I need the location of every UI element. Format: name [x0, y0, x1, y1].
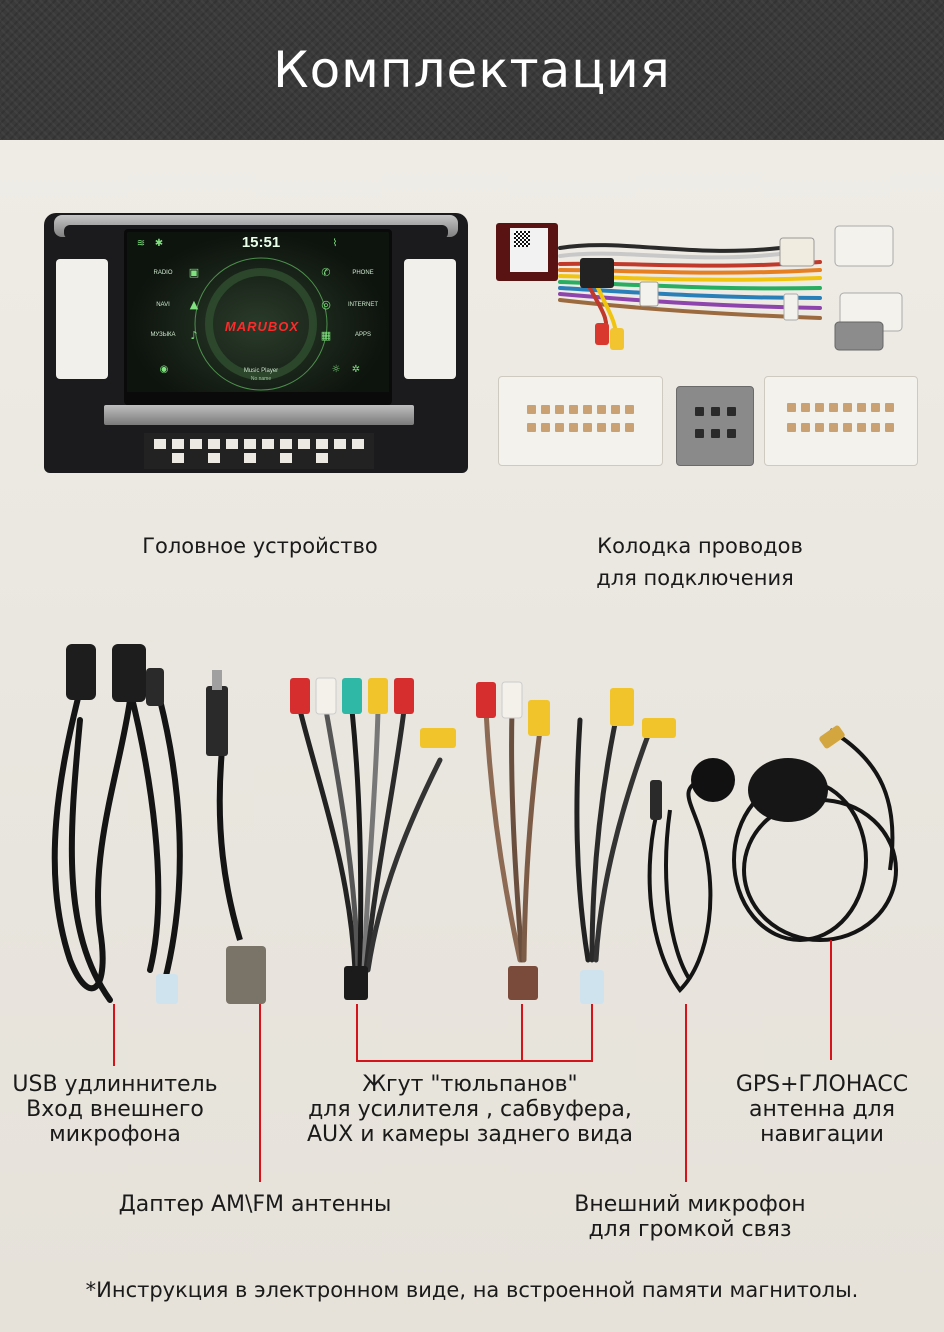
wifi-icon: ≋ — [136, 238, 146, 249]
pointer-usb — [113, 1004, 115, 1066]
screen-nav-bar — [127, 392, 389, 402]
label-rca-line1: Жгут "тюльпанов" — [362, 1072, 578, 1097]
label-gps-line1: GPS+ГЛОНАСС — [735, 1072, 909, 1097]
pointer-rca-3 — [591, 1004, 593, 1062]
radio-icon: ▣ — [188, 266, 200, 279]
label-harness-line1: Колодка проводов — [597, 534, 803, 558]
decoder-label — [510, 228, 548, 272]
globe-icon: ◎ — [321, 298, 331, 311]
head-unit-bottom-trim — [104, 405, 414, 425]
settings-gear-icon: ✲ — [351, 364, 361, 375]
label-am-fm-adapter: Даптер AM\FM антенны — [118, 1192, 392, 1217]
pointer-rca-2 — [521, 1004, 523, 1062]
apps-grid-icon: ▦ — [320, 329, 332, 342]
thermometer-icon: ⌇ — [332, 238, 338, 249]
label-usb-line1: USB удлиннитель — [12, 1072, 218, 1097]
brand-logo: MARUBOX — [224, 319, 300, 334]
label-harness-line2: для подключения — [596, 566, 794, 590]
footnote: *Инструкция в электронном виде, на встро… — [85, 1278, 859, 1302]
head-unit-image: ≋ ✱ 15:51 ⌇ RADIO NAVI МУЗЫКА ▣ ▲ ♪ PHON… — [44, 213, 468, 473]
head-unit-vent-left — [56, 259, 108, 379]
screen-item-internet: INTERNET — [348, 302, 378, 308]
harness-wires — [558, 225, 903, 351]
music-player-title: Music Player — [243, 368, 279, 374]
connector-white-left — [498, 376, 663, 466]
screen-item-navi: NAVI — [156, 302, 170, 308]
screen-clock: 15:51 — [241, 234, 281, 251]
page-title: Комплектация — [273, 41, 671, 99]
head-unit-vent-right — [404, 259, 456, 379]
page-header: Комплектация — [0, 0, 944, 140]
voice-icon: ◉ — [159, 364, 169, 375]
label-usb-line3: микрофона — [49, 1122, 181, 1147]
screen-item-radio: RADIO — [153, 270, 173, 276]
screen-item-apps: APPS — [354, 332, 371, 338]
label-mic-line2: для громкой связ — [588, 1217, 792, 1242]
screen-item-music: МУЗЫКА — [150, 332, 176, 338]
accessories-cables — [51, 644, 898, 1004]
music-icon: ♪ — [190, 329, 198, 342]
brightness-icon: ☼ — [331, 364, 341, 375]
label-mic-line1: Внешний микрофон — [574, 1192, 806, 1217]
label-gps-line3: навигации — [760, 1122, 884, 1147]
bluetooth-icon: ✱ — [154, 238, 164, 249]
head-unit-mount — [144, 433, 374, 469]
label-usb-line2: Вход внешнего — [26, 1097, 204, 1122]
music-player-track: No name — [250, 376, 272, 382]
qr-code-icon — [514, 231, 530, 247]
screen-item-phone: PHONE — [352, 270, 374, 276]
connector-grey-middle — [676, 386, 754, 466]
pointer-gps — [830, 940, 832, 1060]
navigation-icon: ▲ — [189, 298, 199, 311]
connector-white-right — [764, 376, 918, 466]
label-rca-line2: для усилителя , сабвуфера, — [308, 1097, 632, 1122]
label-head-unit: Головное устройство — [142, 534, 378, 558]
pointer-am-fm — [259, 1004, 261, 1182]
pointer-rca-1 — [356, 1004, 358, 1062]
screen-ring — [194, 257, 328, 391]
head-unit-screen: ≋ ✱ 15:51 ⌇ RADIO NAVI МУЗЫКА ▣ ▲ ♪ PHON… — [124, 229, 392, 405]
phone-icon: ✆ — [321, 266, 331, 279]
label-gps-line2: антенна для — [749, 1097, 895, 1122]
pointer-mic — [685, 1004, 687, 1182]
label-rca-line3: AUX и камеры заднего вида — [306, 1122, 633, 1147]
pointer-rca-bracket — [356, 1060, 593, 1062]
